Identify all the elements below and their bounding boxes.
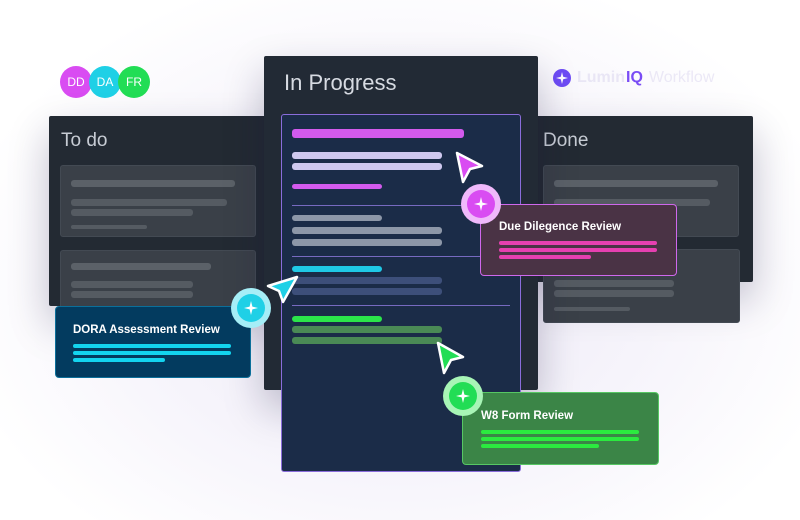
avatar-initials: FR (126, 75, 142, 89)
brand-logo: Lumin IQ Workflow (553, 69, 714, 87)
ai-sparkle-badge-green (443, 376, 483, 416)
sparkle-icon (467, 190, 495, 218)
sparkle-icon (237, 294, 265, 322)
task-card[interactable] (60, 165, 256, 237)
card-dora-assessment-review[interactable]: DORA Assessment Review (55, 306, 251, 378)
avatar-dd[interactable]: DD (60, 66, 92, 98)
card-due-diligence-review[interactable]: Due Dilegence Review (480, 204, 677, 276)
column-title: To do (61, 130, 108, 151)
cursor-arrow-icon (266, 275, 299, 304)
card-title: Due Dilegence Review (499, 221, 622, 233)
avatar-fr[interactable]: FR (118, 66, 150, 98)
column-title: In Progress (284, 70, 397, 95)
brand-product: Workflow (648, 69, 715, 86)
avatar-initials: DA (96, 75, 114, 89)
card-title: W8 Form Review (481, 410, 574, 422)
ai-sparkle-badge-magenta (461, 184, 501, 224)
cursor-arrow-icon (455, 151, 484, 184)
cursor-arrow-icon (436, 341, 465, 375)
card-title: DORA Assessment Review (73, 324, 220, 336)
avatar-initials: DD (67, 75, 85, 89)
column-todo: To do (49, 116, 277, 310)
brand-name: Lumin (577, 69, 625, 86)
card-w8-form-review[interactable]: W8 Form Review (462, 392, 659, 465)
sparkle-icon (449, 382, 477, 410)
avatar-da[interactable]: DA (89, 66, 121, 98)
brand-name-iq: IQ (626, 69, 643, 86)
column-title: Done (543, 130, 589, 151)
ai-sparkle-badge-cyan (231, 288, 271, 328)
sparkle-icon (553, 69, 571, 87)
task-card[interactable] (60, 250, 256, 310)
